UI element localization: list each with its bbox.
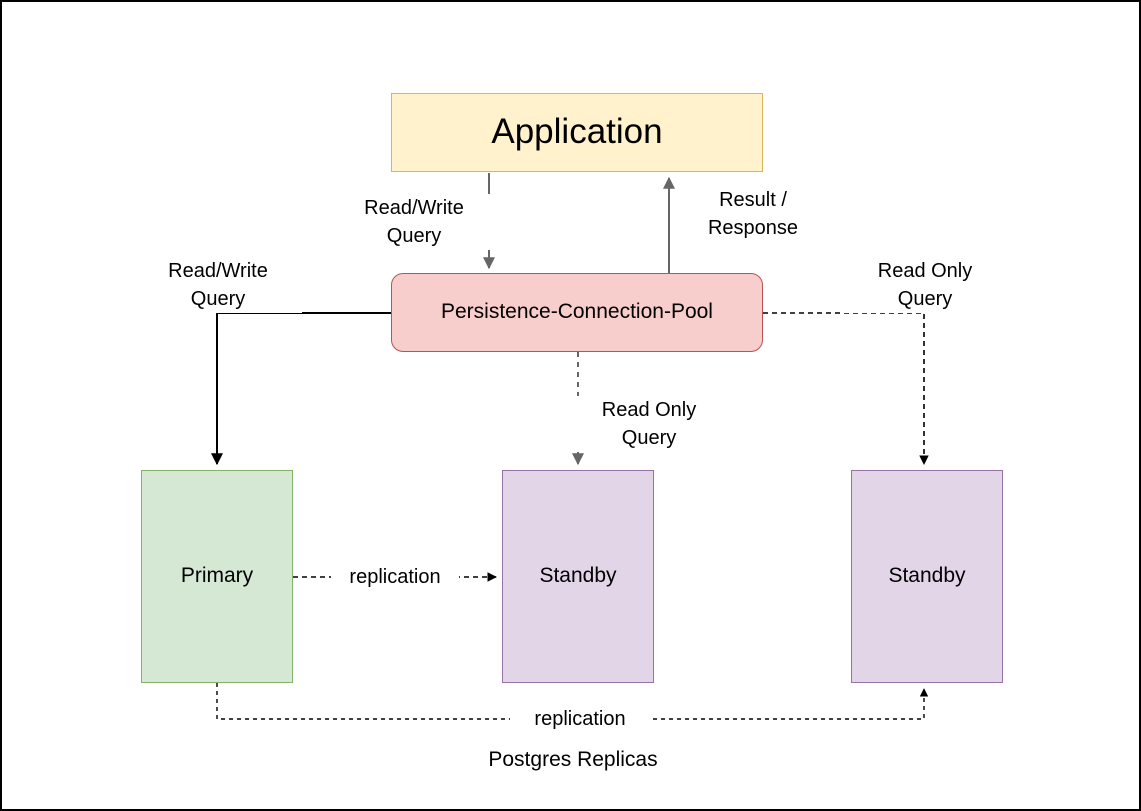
diagram-caption: Postgres Replicas [488,748,658,771]
node-standby-middle[interactable]: Standby [502,470,654,683]
edge-label-replication-primary-to-standby-mid: replication [331,563,459,591]
node-application[interactable]: Application [391,93,763,172]
edge-label-pool-to-primary: Read/Write Query [134,257,302,313]
edge-primary-to-standby-right [216,683,929,720]
edge-label-pool-to-standby-right: Read Only Query [840,257,1010,313]
edge-label-pool-to-standby-mid: Read Only Query [575,396,723,452]
edge-label-app-to-pool: Read/Write Query [334,194,494,250]
edge-label-pool-to-app: Result / Response [678,186,828,242]
edge-pool-to-primary [211,312,391,466]
node-primary[interactable]: Primary [141,470,293,683]
node-standby-right[interactable]: Standby [851,470,1003,683]
node-persistence-connection-pool[interactable]: Persistence-Connection-Pool [391,273,763,352]
edge-label-replication-primary-to-standby-right: replication [510,705,650,733]
edge-pool-to-standby-right [763,312,929,465]
